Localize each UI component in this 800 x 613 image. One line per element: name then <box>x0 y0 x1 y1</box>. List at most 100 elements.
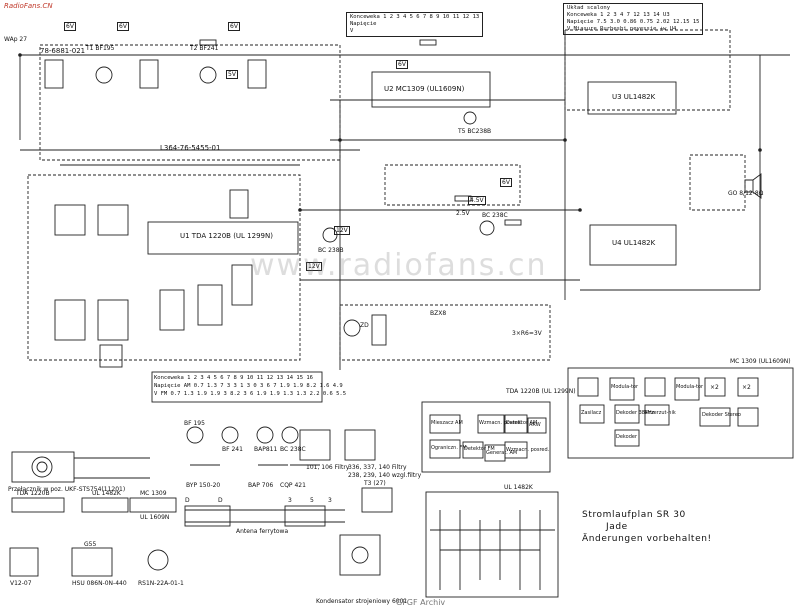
transistor-t5-label: T5 BC238B <box>458 128 492 135</box>
filter-label: 101, 106 Filtry <box>306 464 350 471</box>
power-supply-label: 3×R6=3V <box>512 330 542 337</box>
pin-table-row-label: V <box>350 28 354 34</box>
ul1482k-title: UL 1482K <box>504 484 533 491</box>
tda-block: ARW <box>529 422 541 428</box>
filter-label: 238, 239, 140 wzgl.filtry <box>348 472 422 479</box>
pin-table-col: 7 <box>422 14 427 20</box>
crystal-label: G55 <box>84 541 97 548</box>
part-label: BAP811 <box>254 446 278 453</box>
pin-table-col: 6 <box>416 14 420 20</box>
tda-block: Detektor FM <box>464 446 495 452</box>
title-block-line3: Änderungen vorbehalten! <box>582 534 712 544</box>
transistor-t4-label: BC 238B <box>318 247 344 254</box>
supply-tag: 6V <box>228 22 240 31</box>
transistor-t1-label: T1 BF195 <box>86 45 115 52</box>
antenna-pin: 3 <box>288 497 292 504</box>
diode-label: BAP 706 <box>248 482 274 489</box>
u3-table-row: Konceweka 1 2 3 4 7 12 13 14 <box>567 12 660 18</box>
tda-block: Mieszacz AM <box>431 420 463 426</box>
switch-label: Przełącznik w poz. UKF-STS754(11201) <box>8 486 126 493</box>
pin-table-col: 5 <box>409 14 413 20</box>
tda-block: Wzmacn. posred. <box>506 447 550 453</box>
tda-block: Ograniczn. FM <box>431 445 467 451</box>
tda-block-title: TDA 1220B (UL 1299N) <box>506 388 576 395</box>
pin-table-col: 12 <box>462 14 470 20</box>
antenna-pin: D <box>185 497 190 504</box>
u1-table-row-fm: V FM 0.7 1.3 1.9 1.9 3 8.2 3 6 1.9 1.9 1… <box>154 391 347 397</box>
mc1309-block: Dekoder 38kHz <box>616 410 655 416</box>
u1-table-row-am: Napięcie AM 0.7 1.3 7 3 3 1 3 0 3 6 7 1.… <box>154 383 343 389</box>
ic-package-label: UL 1482K <box>92 490 121 497</box>
pin-voltage-table-top: Konceweka 1 2 3 4 5 6 7 8 9 10 11 12 13 … <box>346 12 484 37</box>
supply-tag: 6V <box>64 22 76 31</box>
supply-tag: 5V <box>226 70 238 79</box>
title-block-line2: Jade <box>606 522 628 532</box>
supply-tag: 12V <box>306 262 322 271</box>
crystal-label: HSU 086N-0N-440 <box>72 580 127 587</box>
supply-tag: 2.5V <box>456 210 470 217</box>
coil-code-2: L364-76-5455-01 <box>160 144 221 152</box>
supply-tag: 4.5V <box>468 196 486 205</box>
mc1309-block: Przerzut-nik <box>646 410 676 416</box>
antenna-pin: 5 <box>310 497 314 504</box>
pin-voltage-table-u1: Konceweka 1 2 3 4 5 6 7 8 9 10 11 12 13 … <box>154 374 346 398</box>
diodes-label: BZX8 <box>430 310 447 317</box>
antenna-pin: 3 <box>328 497 332 504</box>
u1-table-header: Konceweka 1 2 3 4 5 6 7 8 9 10 11 12 13 … <box>154 375 313 381</box>
zener-label: ZD <box>360 322 369 329</box>
coil-code-1: 78-6881-021 <box>40 47 86 55</box>
supply-tag: 12V <box>334 226 350 235</box>
tda-block: Detektor AM <box>506 420 538 426</box>
site-logo-text: RadioFans.CN <box>4 2 53 10</box>
u3-table-row: Napięcie 7.5 3.0 0.86 0.75 2.02 12.15 15 <box>567 19 700 25</box>
part-label: BC 238C <box>280 446 306 453</box>
speaker-label: GO 8/12-8Ω <box>728 190 764 197</box>
part-label: BF 241 <box>222 446 243 453</box>
ic-package-label: MC 1309 <box>140 490 167 497</box>
pin-table-row-label: Napięcie <box>350 21 377 27</box>
u4-chip-label: U4 <box>669 26 677 32</box>
mc1309-block-title: MC 1309 (UL1609N) <box>730 358 791 365</box>
pin-voltage-table-u3: Układ scalony Konceweka 1 2 3 4 7 12 13 … <box>563 3 704 35</box>
antenna-label: WAp 27 <box>4 36 28 43</box>
tda-block: Generat. AM <box>486 450 518 456</box>
tuning-capacitor-label: Kondensator strojeniowy 6001 <box>316 598 408 605</box>
mc1309-block: Zasilacz <box>581 410 602 416</box>
pin-table-col: 9 <box>436 14 440 20</box>
pin-table-col: 2 <box>389 14 394 20</box>
transistor-t3-label: BC 238C <box>482 212 508 219</box>
crystal-label: RS1N-22A-01-1 <box>138 580 184 587</box>
watermark-main: www.radiofans.cn <box>250 248 548 283</box>
ic-u3-label: U3 UL1482K <box>612 93 656 101</box>
ic-u1-label: U1 TDA 1220B (UL 1299N) <box>180 232 273 240</box>
antenna-ferrite-label: Antena ferrytowa <box>236 528 289 535</box>
transistor-t2-label: T2 BF241 <box>190 45 219 52</box>
pin-table-row-label: Konceweka <box>350 14 380 20</box>
pin-table-col: 8 <box>429 14 433 20</box>
mc1309-block: ×2 <box>710 384 719 391</box>
pin-table-col: 4 <box>403 14 407 20</box>
pin-table-col: 1 <box>383 14 387 20</box>
t3-label: T3 (27) <box>364 480 386 487</box>
tda-block: Wzmacn. posred. <box>479 420 523 426</box>
pin-table-col: 3 <box>396 14 400 20</box>
u3-table-row: V Miasure Rurheshi neyessie +w <box>567 26 667 32</box>
u3-chip-label: U3 <box>663 12 670 18</box>
supply-tag: 6V <box>500 178 512 187</box>
mc1309-block: ×2 <box>742 384 751 391</box>
diode-label: BYP 150-20 <box>186 482 221 489</box>
antenna-pin: D <box>218 497 223 504</box>
v12-label: V12-07 <box>10 580 32 587</box>
ic-package-label: TDA 1220B <box>16 490 50 497</box>
pin-table-col: 11 <box>452 14 460 20</box>
pin-table-col: 13 <box>472 14 480 20</box>
pin-table-col: 10 <box>442 14 450 20</box>
supply-tag: 6V <box>396 60 408 69</box>
mc1309-block: Dekoder Stereo <box>702 412 741 418</box>
watermark-footer: GFGF Archiv <box>396 598 446 607</box>
mc1309-block: Modula-tor <box>676 384 704 390</box>
part-label: BF 195 <box>184 420 205 427</box>
mc1309-block: Dekoder <box>616 434 638 440</box>
